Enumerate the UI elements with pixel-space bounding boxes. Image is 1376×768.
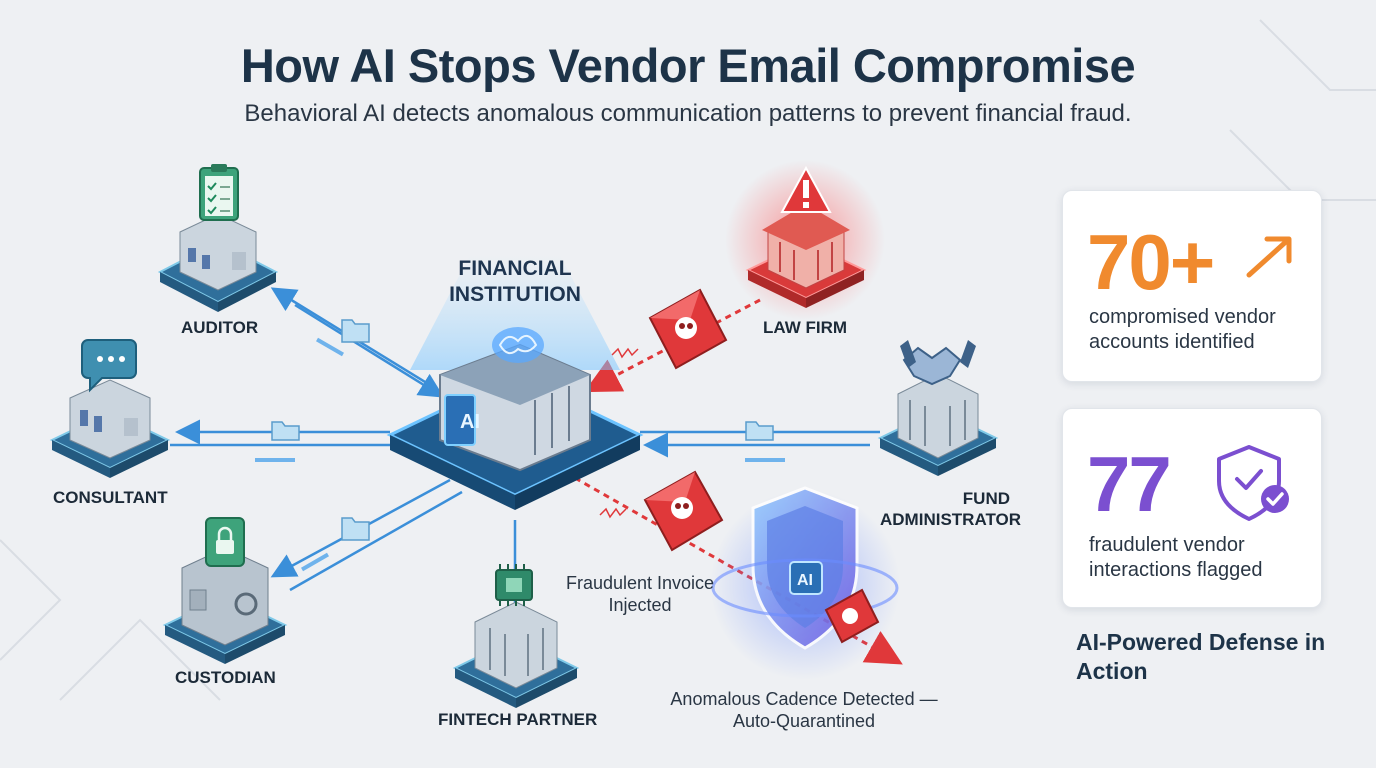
stat-value-flagged: 77 (1087, 440, 1172, 528)
fund-administrator-label: FUND ADMINISTRATOR (880, 489, 1022, 529)
shield-check-icon (1217, 445, 1289, 521)
page-subtitle: Behavioral AI detects anomalous communic… (244, 100, 1132, 127)
link-custodian-in (289, 490, 463, 592)
custodian-node (162, 517, 288, 664)
fraudulent-invoice-annotation: Fraudulent Invoice Injected (565, 573, 715, 615)
malicious-email-icon (643, 470, 724, 552)
threat-zigzag (599, 347, 639, 519)
lock-icon (205, 517, 245, 567)
shield-ai-badge: AI (797, 572, 813, 589)
custodian-label: CUSTODIAN (175, 668, 276, 687)
panel-caption: AI-Powered Defense in Action (1076, 629, 1326, 684)
handshake-icon (900, 340, 976, 386)
fund-administrator-node (877, 340, 999, 476)
auditor-node (157, 164, 279, 312)
quarantine-annotation: Anomalous Cadence Detected — Auto-Quaran… (670, 689, 938, 731)
quarantined-email-icon (824, 588, 880, 644)
consultant-node (49, 339, 171, 478)
trend-up-arrow-icon (1246, 236, 1292, 278)
microchip-icon (495, 564, 533, 606)
financial-institution-node (386, 255, 644, 510)
stat-label-compromised: compromised vendor accounts identified (1089, 306, 1276, 353)
page-title: How AI Stops Vendor Email Compromise (240, 39, 1136, 92)
stat-card-flagged: 77 fraudulent vendor interactions flagge… (1062, 408, 1322, 608)
stat-label-flagged: fraudulent vendor interactions flagged (1089, 534, 1263, 581)
background-circuit-lines (0, 19, 1376, 701)
threat-lines (574, 298, 903, 665)
stat-card-compromised: 70+ compromised vendor accounts identifi… (1062, 190, 1322, 382)
consultant-label: CONSULTANT (53, 488, 168, 507)
clipboard-check-icon (199, 164, 239, 221)
fintech-partner-node (452, 564, 580, 708)
ai-brain-icon (492, 327, 544, 363)
fintech-partner-label: FINTECH PARTNER (438, 710, 598, 729)
law-firm-node (725, 160, 885, 320)
warning-icon (780, 165, 832, 213)
link-auditor-in (294, 303, 445, 398)
chat-bubble-icon (81, 339, 137, 393)
malicious-email-icon (648, 288, 728, 370)
ai-badge: AI (460, 411, 480, 433)
data-packets (255, 337, 785, 572)
threat-law-firm (584, 298, 761, 393)
financial-institution-label: FINANCIAL INSTITUTION (449, 257, 581, 306)
auditor-label: AUDITOR (181, 318, 259, 337)
stat-value-compromised: 70+ (1087, 218, 1215, 306)
law-firm-label: LAW FIRM (763, 318, 848, 337)
ai-shield-node (710, 486, 900, 680)
folder-icon (271, 319, 774, 541)
